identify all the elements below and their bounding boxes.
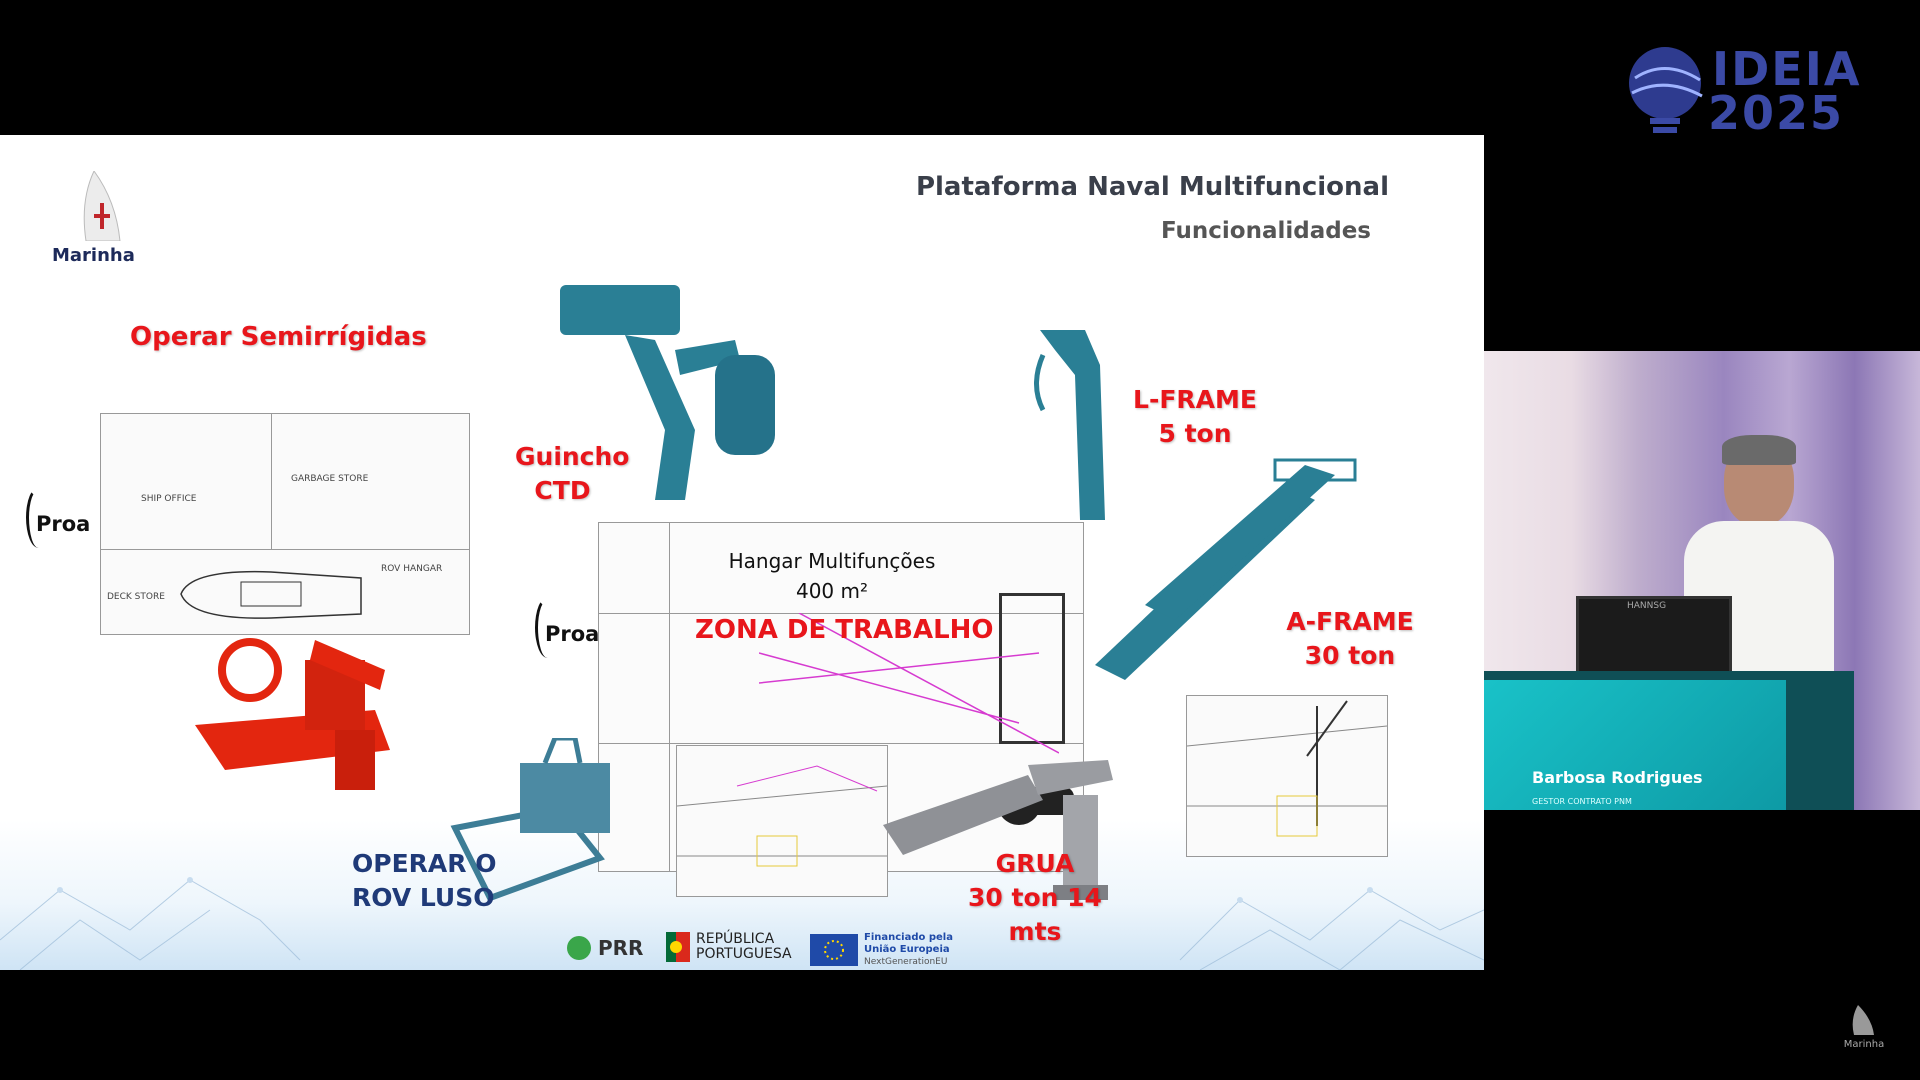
crane-icon <box>883 760 1113 900</box>
network-pattern <box>0 877 1484 970</box>
podium-screen-lower-third: Barbosa Rodrigues GESTOR CONTRATO PNM <box>1484 680 1786 810</box>
rov-launch-frame-icon <box>450 738 610 902</box>
plan-label-ship-office: SHIP OFFICE <box>141 494 197 504</box>
prr-mark-icon <box>567 936 591 960</box>
eu-flag-icon <box>810 934 858 966</box>
prr-logo: PRR <box>566 935 643 961</box>
globe-icon <box>1629 47 1703 133</box>
plan-label-garbage-store: GARBAGE STORE <box>291 474 369 484</box>
lower-third-role: GESTOR CONTRATO PNM <box>1532 797 1632 806</box>
event-logo: IDEIA 2025 <box>1620 28 1859 138</box>
label-rov-line2: ROV LUSO <box>352 883 495 912</box>
republica-line2: PORTUGUESA <box>696 946 792 962</box>
boat-drawing-icon <box>180 570 362 619</box>
slide-title: Plataforma Naval Multifuncional <box>915 172 1389 202</box>
proa-center-bracket-icon <box>535 597 560 658</box>
marinha-logo: Marinha <box>48 171 158 271</box>
label-operar-semirrigidas: Operar Semirrígidas <box>130 322 427 352</box>
watermark-sail-icon <box>1852 1005 1874 1035</box>
plan-label-deck-store: DECK STORE <box>107 592 165 602</box>
side-elevation-center <box>676 745 888 897</box>
ctd-winch-icon <box>560 285 775 500</box>
eu-line2: União Europeia <box>864 944 950 955</box>
deck-plan-left: SHIP OFFICE GARBAGE STORE ROV HANGAR DEC… <box>100 413 470 635</box>
slide-subtitle: Funcionalidades <box>1160 218 1371 244</box>
l-frame-icon <box>1034 330 1105 520</box>
marinha-logo-text: Marinha <box>52 245 135 266</box>
watermark-text: Marinha <box>1843 1039 1885 1050</box>
hangar-title-line1: Hangar Multifunções <box>728 549 936 573</box>
sail-icon <box>83 171 121 241</box>
label-proa-center: Proa <box>545 622 600 646</box>
label-grua-line1: GRUA <box>995 849 1075 878</box>
label-lframe-line2: 5 ton <box>1158 419 1232 448</box>
event-logo-line2: 2025 <box>1708 86 1845 140</box>
label-aframe-line2: 30 ton <box>1304 641 1396 670</box>
marinha-watermark: Marinha <box>1836 1005 1892 1053</box>
label-aframe-line1: A-FRAME <box>1286 607 1414 636</box>
eu-line1: Financiado pela <box>864 932 953 943</box>
label-rov-line1: OPERAR O <box>352 849 497 878</box>
proa-left-bracket-icon <box>26 487 51 548</box>
label-proa-left: Proa <box>36 512 91 536</box>
republica-line1: REPÚBLICA <box>696 931 775 947</box>
republica-portuguesa-logo: REPÚBLICA PORTUGUESA <box>666 932 792 962</box>
side-elevation-right <box>1186 695 1388 857</box>
monitor-brand: HANNSG <box>1627 601 1667 611</box>
rigid-inflatable-boat-icon <box>195 638 390 790</box>
event-logo-line1: IDEIA <box>1712 42 1862 96</box>
label-lframe-line1: L-FRAME <box>1133 385 1257 414</box>
magenta-lines-icon <box>759 613 1059 754</box>
label-grua-line2: 30 ton 14 mts <box>968 883 1102 946</box>
portugal-flag-icon <box>666 932 690 962</box>
label-guincho-line1: Guincho <box>515 442 630 471</box>
lower-third-name: Barbosa Rodrigues <box>1532 768 1703 787</box>
plan-label-rov-hangar: ROV HANGAR <box>381 564 443 574</box>
eu-line3: NextGenerationEU <box>864 957 948 967</box>
label-zona-de-trabalho: ZONA DE TRABALHO <box>695 615 994 645</box>
label-guincho-line2: CTD <box>534 476 591 505</box>
prr-logo-text: PRR <box>598 936 644 960</box>
hangar-title-line2: 400 m² <box>795 579 869 603</box>
presentation-slide: Marinha Plataforma Naval Multifuncional … <box>0 135 1484 970</box>
a-frame-icon <box>1095 458 1357 680</box>
eu-funding-logo: Financiado pela União Europeia NextGener… <box>810 932 953 968</box>
